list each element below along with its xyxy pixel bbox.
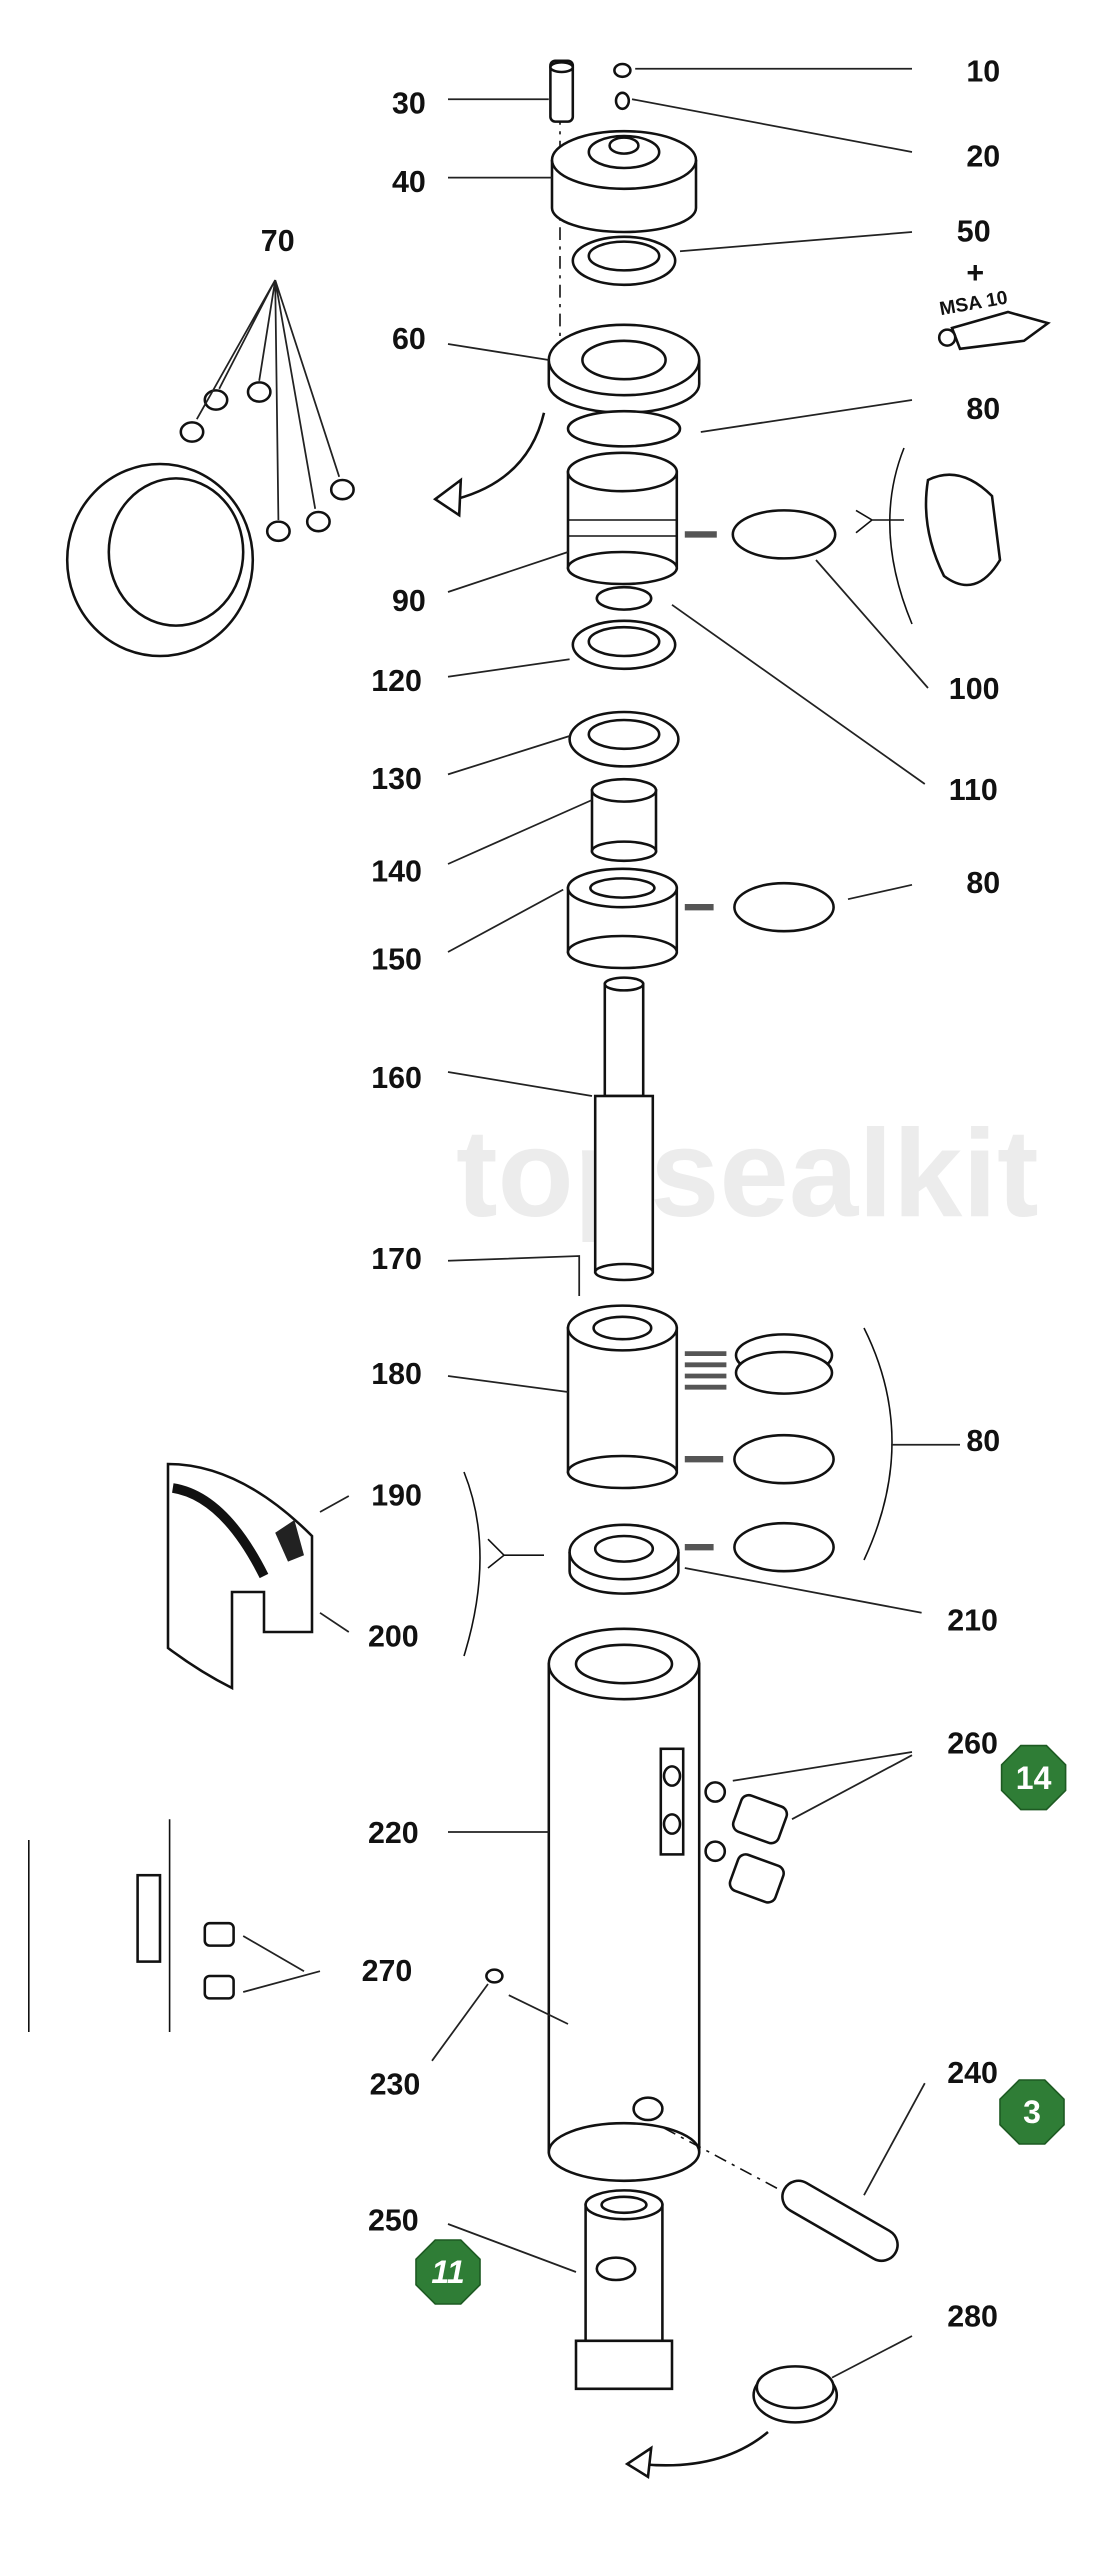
- rotate-arrow-bottom: [639, 2431, 769, 2467]
- part-30-screw: [549, 59, 575, 123]
- label-120: 120: [371, 664, 422, 698]
- label-230: 230: [370, 2067, 421, 2101]
- part-280-cap: [752, 2365, 839, 2424]
- part-110-circlip: [595, 585, 653, 611]
- label-70: 70: [261, 224, 295, 258]
- badge-260-quantity: 14: [1000, 1744, 1067, 1811]
- label-180: 180: [371, 1357, 422, 1391]
- label-190: 190: [371, 1479, 422, 1513]
- part-250-end-piece: [574, 2189, 674, 2391]
- detail-270-plugs-view: [28, 1819, 235, 2033]
- part-140-bushing: [590, 777, 658, 863]
- label-240: 240: [947, 2056, 998, 2090]
- label-200: 200: [368, 1619, 419, 1653]
- watermark: topsealkit: [456, 1104, 1039, 1243]
- label-100: 100: [949, 672, 1000, 706]
- part-120-ring: [571, 619, 677, 671]
- label-170: 170: [371, 1242, 422, 1276]
- label-20: 20: [966, 139, 1000, 173]
- badge-240-quantity: 3: [999, 2079, 1065, 2145]
- svg-text:3: 3: [1023, 2094, 1041, 2130]
- part-220-cylinder-body: [547, 1627, 701, 2183]
- part-230-grub-screw: [485, 1968, 504, 1984]
- part-130-ring: [568, 710, 680, 768]
- lubricant-tube-msa10: + MSA 10: [937, 256, 1051, 351]
- plus-sign: +: [966, 256, 984, 290]
- detail-70-flange-view: [65, 279, 355, 658]
- part-260-plugs: [704, 1781, 789, 1904]
- label-50: 50: [957, 215, 991, 249]
- detail-100-section: [855, 447, 1002, 625]
- part-150-seal-housing: [566, 867, 714, 970]
- part-80-oring: [566, 409, 682, 448]
- label-220: 220: [368, 1816, 419, 1850]
- label-60: 60: [392, 322, 426, 356]
- label-280: 280: [947, 2299, 998, 2333]
- part-90-piston: [566, 451, 717, 586]
- rotate-arrow-top: [455, 412, 546, 501]
- label-160: 160: [371, 1061, 422, 1095]
- part-10-nut: [613, 62, 632, 79]
- part-80-oring-middle: [733, 881, 835, 933]
- label-90: 90: [392, 584, 426, 618]
- label-270: 270: [362, 1954, 413, 1988]
- label-140: 140: [371, 855, 422, 889]
- detail-190-200-section: [166, 1462, 545, 1691]
- label-40: 40: [392, 165, 426, 199]
- part-180-seal-stack: [566, 1304, 727, 1490]
- part-210-ring: [568, 1523, 714, 1595]
- label-210: 210: [947, 1603, 998, 1637]
- label-110: 110: [949, 773, 998, 807]
- svg-text:14: 14: [1016, 1760, 1052, 1796]
- badge-250-quantity: 11: [415, 2239, 481, 2305]
- part-60-flange: [547, 323, 701, 415]
- part-40-cover-flange: [550, 129, 698, 234]
- part-100-backup-ring: [731, 509, 837, 560]
- part-number-labels: 30 10 20 40 50 70 60 80 90 100 120 130 1…: [261, 55, 1000, 2334]
- label-80-middle: 80: [966, 866, 1000, 900]
- svg-text:11: 11: [431, 2254, 464, 2290]
- label-130: 130: [371, 762, 422, 796]
- label-30: 30: [392, 87, 426, 121]
- label-10: 10: [966, 55, 1000, 89]
- label-80-top: 80: [966, 392, 1000, 426]
- label-150: 150: [371, 943, 422, 977]
- label-250: 250: [368, 2203, 419, 2237]
- part-20-nipple: [614, 91, 631, 111]
- leader-lines: [242, 67, 961, 2379]
- part-160-plunger: [593, 976, 655, 1282]
- part-50-seal: [571, 235, 677, 287]
- part-80-oring-group: [733, 1327, 893, 1573]
- part-240-pin: [781, 2179, 899, 2263]
- label-80-bottom: 80: [966, 1424, 1000, 1458]
- label-260: 260: [947, 1727, 998, 1761]
